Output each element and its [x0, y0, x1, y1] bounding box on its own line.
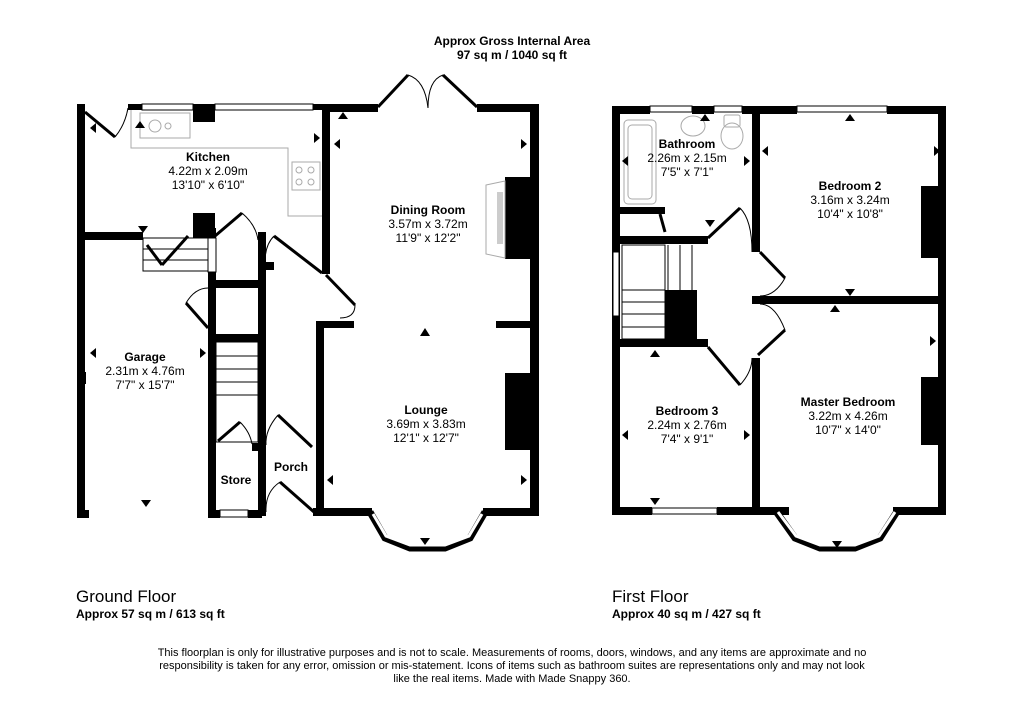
ground-floor-doors [84, 73, 479, 514]
room-name: Master Bedroom [800, 395, 896, 409]
room-name: Porch [273, 460, 309, 474]
room-name: Garage [124, 350, 166, 364]
room-name: Bathroom [658, 137, 716, 151]
floor-title: First Floor [612, 587, 689, 606]
room-metric: 3.16m x 3.24m [810, 193, 890, 207]
room-imperial: 10'7" x 14'0" [815, 423, 881, 437]
room-metric: 3.22m x 4.26m [808, 409, 888, 423]
room-porch: Porch [274, 460, 308, 474]
room-name: Dining Room [390, 203, 466, 217]
ground-floor-stairs [142, 237, 259, 443]
room-store: Store [221, 473, 252, 487]
room-bedroom-3: Bedroom 3 2.24m x 2.76m 7'4" x 9'1" [647, 404, 726, 446]
room-name: Store [220, 473, 252, 487]
room-imperial: 12'1" x 12'7" [393, 431, 459, 445]
room-imperial: 11'9" x 12'2" [395, 231, 461, 245]
room-lounge: Lounge 3.69m x 3.83m 12'1" x 12'7" [386, 403, 465, 445]
room-garage: Garage 2.31m x 4.76m 7'7" x 15'7" [105, 350, 184, 392]
room-metric: 2.24m x 2.76m [647, 418, 727, 432]
floor-title: Ground Floor [76, 587, 177, 606]
room-imperial: 10'4" x 10'8" [817, 207, 883, 221]
ground-floor-walls [77, 104, 539, 518]
kitchen-fixtures [130, 110, 506, 259]
first-floor-doors [658, 206, 787, 386]
gross-area-title: Approx Gross Internal Area [433, 34, 591, 48]
room-name: Bedroom 2 [818, 179, 882, 193]
first-floor-caption: First Floor Approx 40 sq m / 427 sq ft [612, 587, 761, 621]
ground-floor-caption: Ground Floor Approx 57 sq m / 613 sq ft [76, 587, 225, 621]
floor-area: Approx 40 sq m / 427 sq ft [612, 607, 761, 621]
room-imperial: 7'4" x 9'1" [660, 432, 714, 446]
gross-area-header: Approx Gross Internal Area 97 sq m / 104… [0, 34, 1024, 62]
first-floor-stairs [621, 244, 693, 340]
room-imperial: 7'7" x 15'7" [115, 378, 175, 392]
room-metric: 3.57m x 3.72m [388, 217, 468, 231]
first-floor-windows [612, 105, 888, 515]
room-bathroom: Bathroom 2.26m x 2.15m 7'5" x 7'1" [647, 137, 726, 179]
disclaimer-text: This floorplan is only for illustrative … [157, 647, 867, 685]
room-master-bedroom: Master Bedroom 3.22m x 4.26m 10'7" x 14'… [801, 395, 896, 437]
room-name: Lounge [404, 403, 448, 417]
gross-area-value: 97 sq m / 1040 sq ft [456, 48, 568, 62]
room-dining-room: Dining Room 3.57m x 3.72m 11'9" x 12'2" [388, 203, 467, 245]
room-kitchen: Kitchen 4.22m x 2.09m 13'10" x 6'10" [168, 150, 247, 192]
room-imperial: 7'5" x 7'1" [660, 165, 714, 179]
room-metric: 3.69m x 3.83m [386, 417, 466, 431]
room-metric: 2.31m x 4.76m [105, 364, 185, 378]
room-name: Bedroom 3 [655, 404, 719, 418]
room-metric: 4.22m x 2.09m [168, 164, 248, 178]
measurement-arrows [90, 112, 940, 548]
floor-area: Approx 57 sq m / 613 sq ft [76, 607, 225, 621]
room-bedroom-2: Bedroom 2 3.16m x 3.24m 10'4" x 10'8" [810, 179, 889, 221]
room-imperial: 13'10" x 6'10" [171, 178, 245, 192]
lounge-bay-window [366, 510, 489, 552]
room-metric: 2.26m x 2.15m [647, 151, 727, 165]
room-name: Kitchen [185, 150, 230, 164]
master-bay-window [772, 507, 901, 552]
